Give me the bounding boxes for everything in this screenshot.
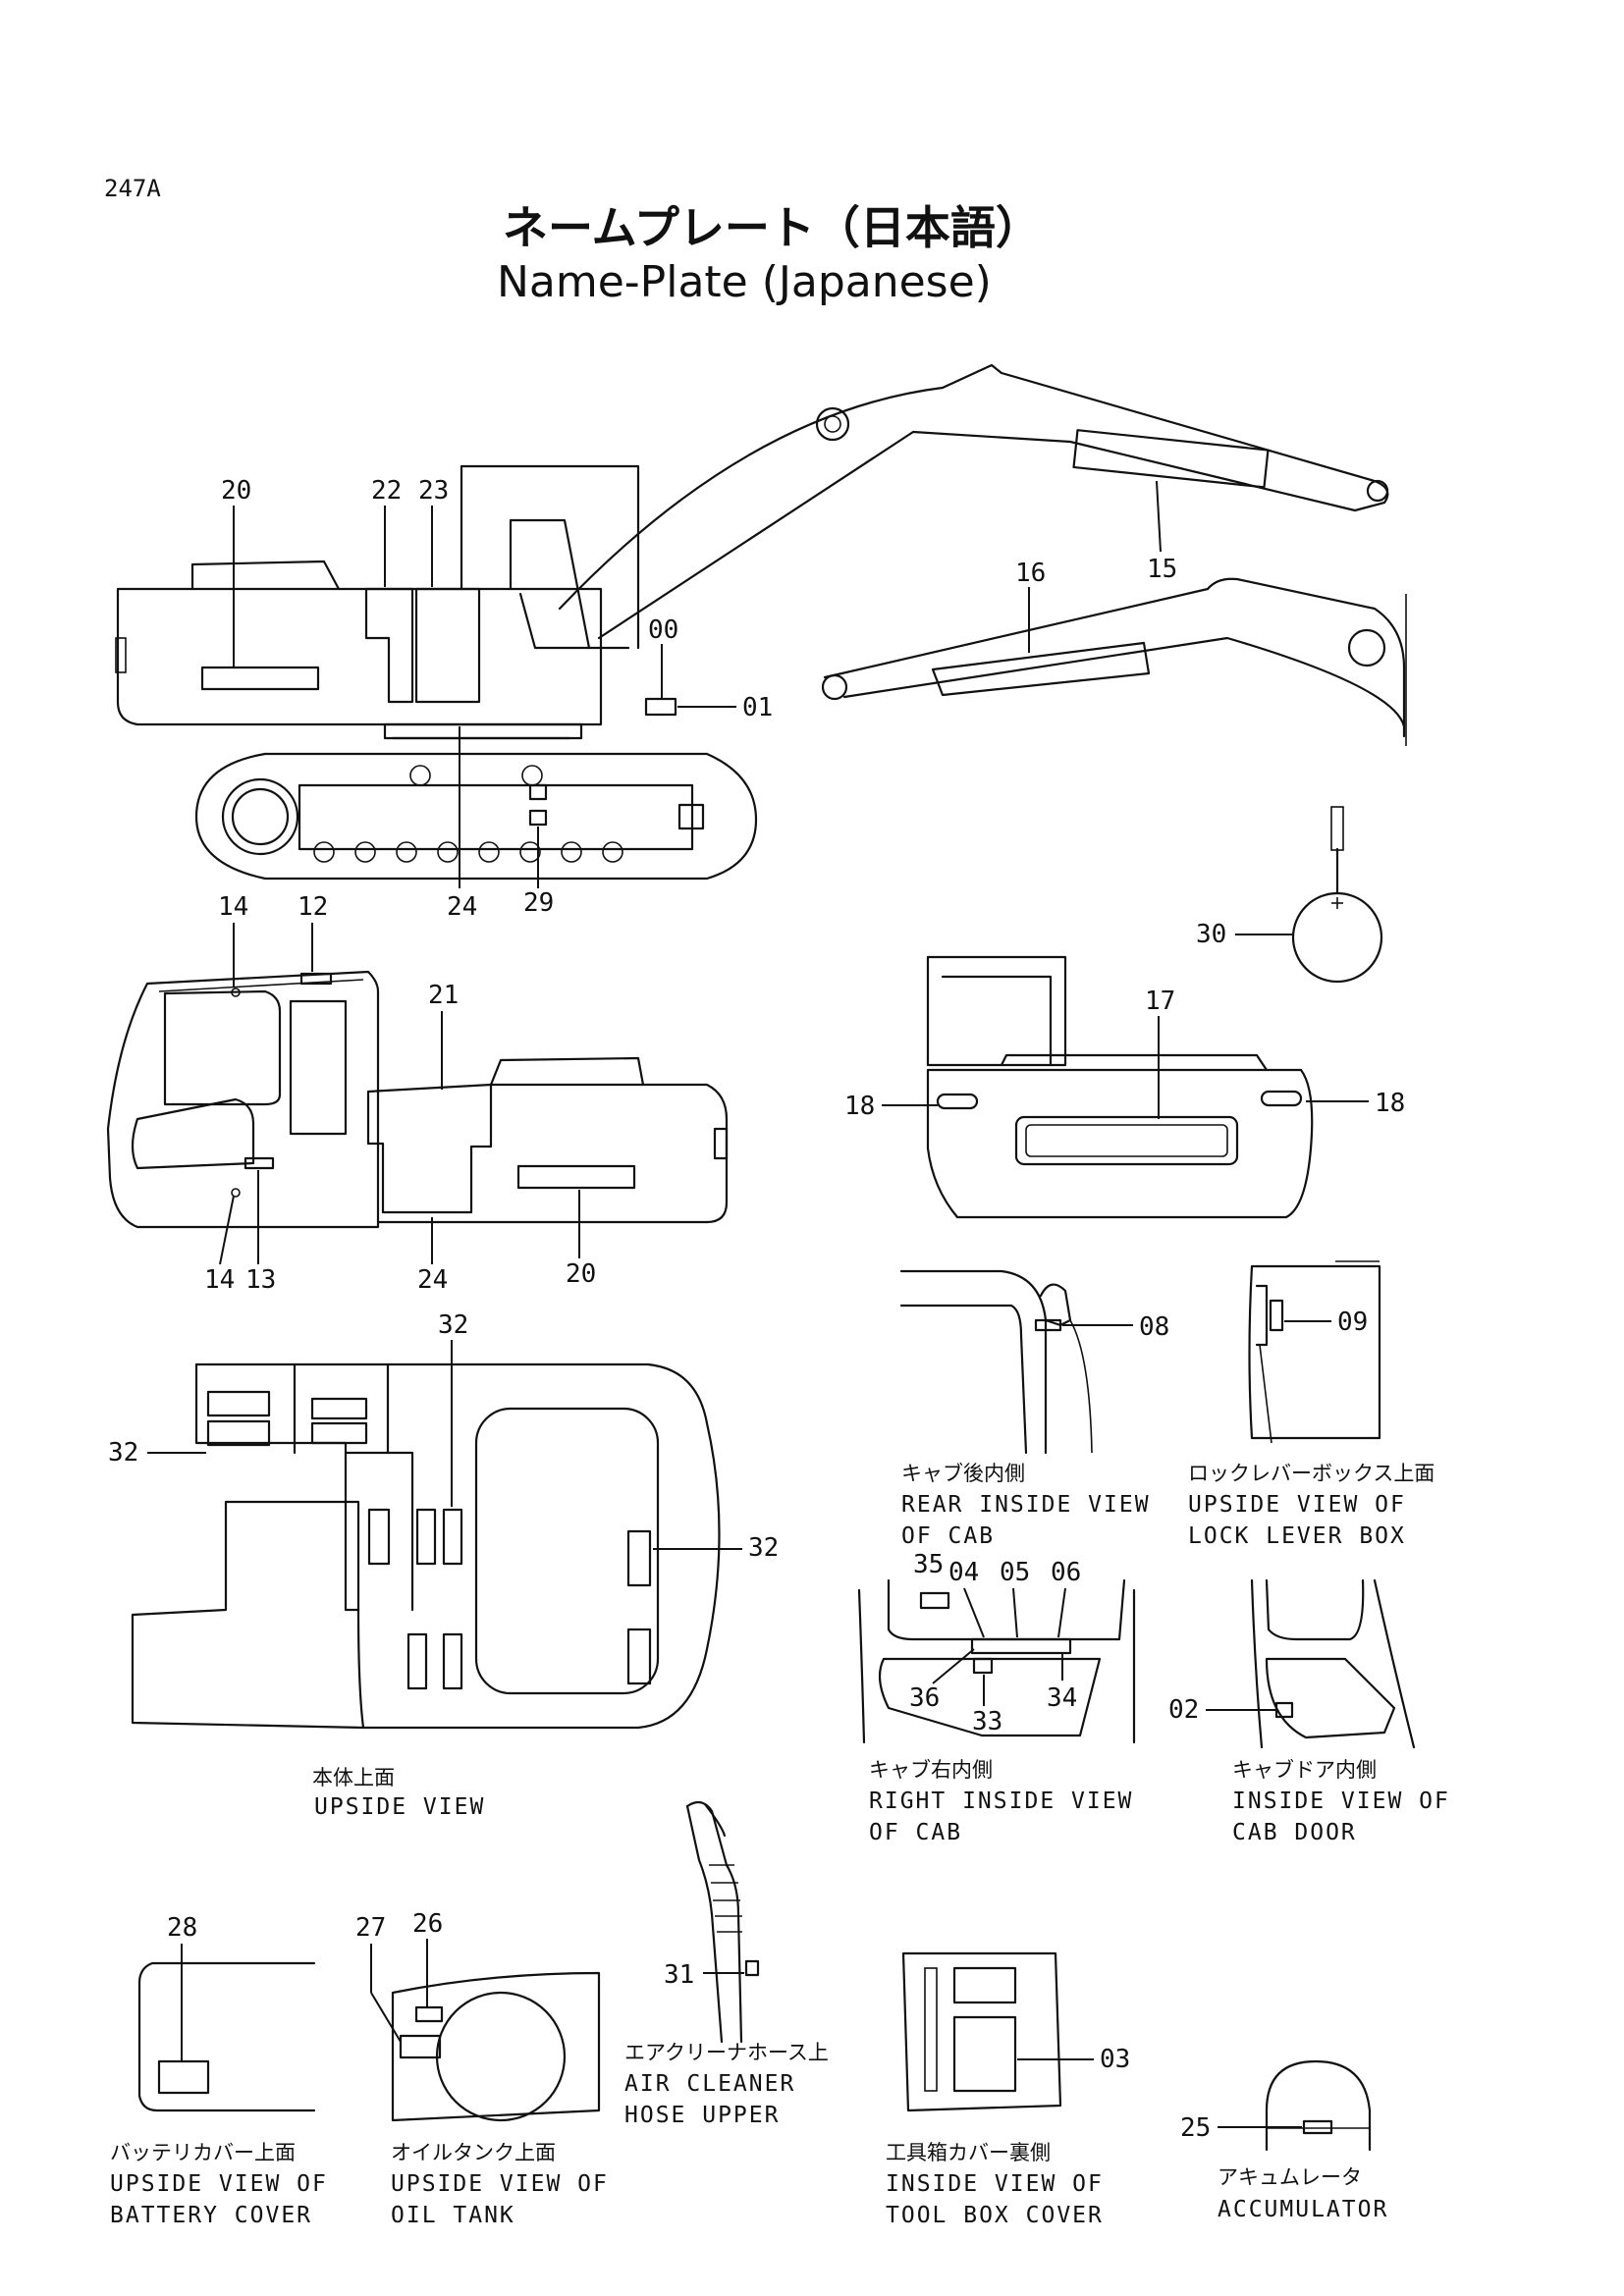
caption-lock-lever-jp: ロックレバーボックス上面 <box>1188 1462 1435 1485</box>
callout-06: 06 <box>1051 1558 1081 1587</box>
callout-14-bottom: 14 <box>204 1265 235 1295</box>
callout-32-right: 32 <box>748 1533 779 1563</box>
caption-cab-door-jp: キャブドア内側 <box>1232 1758 1377 1782</box>
caption-right-cab-en2: OF CAB <box>869 1820 962 1845</box>
callout-02: 02 <box>1168 1695 1199 1725</box>
callout-21: 21 <box>428 981 459 1010</box>
caption-cab-door-en2: CAB DOOR <box>1232 1820 1357 1845</box>
caption-upside-en: UPSIDE VIEW <box>314 1794 485 1820</box>
track-rollers <box>313 841 623 863</box>
air-cleaner-hose-view: 31 エアクリーナホース上 AIR CLEANER HOSE UPPER <box>624 1800 829 2128</box>
battery-part-view: 30 <box>1196 806 1383 984</box>
caption-air-cleaner-en1: AIR CLEANER <box>624 2071 795 2097</box>
callout-27: 27 <box>355 1913 386 1943</box>
cab-left-view <box>106 970 729 1229</box>
callout-04: 04 <box>948 1558 979 1587</box>
rear-view: 17 18 18 <box>844 955 1405 1219</box>
caption-accumulator-en: ACCUMULATOR <box>1218 2197 1388 2222</box>
callout-14-top: 14 <box>218 892 248 922</box>
caption-tool-box-en1: INSIDE VIEW OF <box>886 2171 1104 2197</box>
caption-tool-box-jp: 工具箱カバー裏側 <box>886 2141 1051 2164</box>
caption-right-cab-en1: RIGHT INSIDE VIEW <box>869 1789 1133 1814</box>
caption-rear-cab-en2: OF CAB <box>901 1523 995 1549</box>
upside-view: 32 32 32 本体上面 UPSIDE VIEW <box>108 1310 779 1820</box>
caption-battery-jp: バッテリカバー上面 <box>110 2141 296 2164</box>
callout-00: 00 <box>648 615 678 645</box>
callout-15: 15 <box>1147 555 1177 584</box>
callout-24b: 24 <box>417 1265 448 1295</box>
caption-lock-lever-en1: UPSIDE VIEW OF <box>1188 1492 1406 1518</box>
excavator-side-view <box>115 363 1407 881</box>
callout-01: 01 <box>742 693 773 722</box>
page-id: 247A <box>104 175 161 202</box>
callout-12: 12 <box>298 892 328 922</box>
callout-30: 30 <box>1196 920 1226 949</box>
tool-box-cover-view: 03 工具箱カバー裏側 INSIDE VIEW OF TOOL BOX COVE… <box>886 1951 1130 2228</box>
cab-left-callouts: 14 12 21 14 13 24 20 <box>204 892 596 1295</box>
callout-36: 36 <box>909 1683 940 1713</box>
oil-tank-view: 27 26 オイルタンク上面 UPSIDE VIEW OF OIL TANK <box>355 1909 609 2228</box>
callout-09: 09 <box>1337 1308 1368 1337</box>
caption-oil-tank-en2: OIL TANK <box>391 2203 515 2228</box>
side-view-callouts: 20 22 23 00 01 16 15 24 29 <box>221 476 1177 922</box>
callout-05: 05 <box>1000 1558 1030 1587</box>
caption-accumulator-jp: アキュムレータ <box>1218 2165 1362 2189</box>
callout-16: 16 <box>1015 559 1046 588</box>
title-japanese: ネームプレート（日本語） <box>503 201 1041 254</box>
callout-25: 25 <box>1180 2113 1211 2143</box>
callout-35: 35 <box>913 1550 944 1579</box>
callout-08: 08 <box>1139 1312 1169 1342</box>
caption-lock-lever-en2: LOCK LEVER BOX <box>1188 1523 1406 1549</box>
caption-battery-en2: BATTERY COVER <box>110 2203 312 2228</box>
caption-rear-cab-en1: REAR INSIDE VIEW <box>901 1492 1151 1518</box>
callout-32-top: 32 <box>438 1310 468 1340</box>
accumulator-view: 25 アキュムレータ ACCUMULATOR <box>1180 2059 1388 2222</box>
rear-inside-cab-view: 08 キャブ後内側 REAR INSIDE VIEW OF CAB <box>899 1269 1169 1549</box>
callout-26: 26 <box>412 1909 443 1939</box>
caption-right-cab-jp: キャブ右内側 <box>869 1758 993 1782</box>
callout-31: 31 <box>664 1960 694 1990</box>
caption-cab-door-en1: INSIDE VIEW OF <box>1232 1789 1450 1814</box>
caption-upside-jp: 本体上面 <box>312 1766 395 1789</box>
callout-23: 23 <box>418 476 449 506</box>
cab-door-view: 02 キャブドア内側 INSIDE VIEW OF CAB DOOR <box>1168 1578 1450 1845</box>
caption-air-cleaner-jp: エアクリーナホース上 <box>624 2041 829 2064</box>
callout-17: 17 <box>1145 987 1175 1016</box>
callout-29: 29 <box>523 888 554 918</box>
callout-18-right: 18 <box>1375 1089 1405 1118</box>
title-english: Name-Plate (Japanese) <box>497 257 992 307</box>
callout-20: 20 <box>221 476 251 506</box>
callout-18-left: 18 <box>844 1092 875 1121</box>
callout-34: 34 <box>1047 1683 1077 1713</box>
callout-03: 03 <box>1100 2045 1130 2074</box>
callout-24: 24 <box>447 892 477 922</box>
right-inside-cab-view: 35 04 05 06 36 34 33 キャブ右内側 RIGHT INSIDE… <box>857 1550 1136 1845</box>
callout-22: 22 <box>371 476 402 506</box>
caption-rear-cab-jp: キャブ後内側 <box>901 1462 1025 1485</box>
caption-air-cleaner-en2: HOSE UPPER <box>624 2103 780 2128</box>
callout-13: 13 <box>245 1265 276 1295</box>
caption-battery-en1: UPSIDE VIEW OF <box>110 2171 328 2197</box>
callout-33: 33 <box>972 1707 1002 1736</box>
callout-32-left: 32 <box>108 1438 138 1468</box>
caption-tool-box-en2: TOOL BOX COVER <box>886 2203 1104 2228</box>
battery-cover-view: 28 バッテリカバー上面 UPSIDE VIEW OF BATTERY COVE… <box>110 1913 328 2228</box>
caption-oil-tank-en1: UPSIDE VIEW OF <box>391 2171 609 2197</box>
callout-20b: 20 <box>566 1259 596 1289</box>
callout-28: 28 <box>167 1913 197 1943</box>
lock-lever-box-view: 09 ロックレバーボックス上面 UPSIDE VIEW OF LOCK LEVE… <box>1188 1260 1435 1549</box>
caption-oil-tank-jp: オイルタンク上面 <box>391 2141 556 2164</box>
